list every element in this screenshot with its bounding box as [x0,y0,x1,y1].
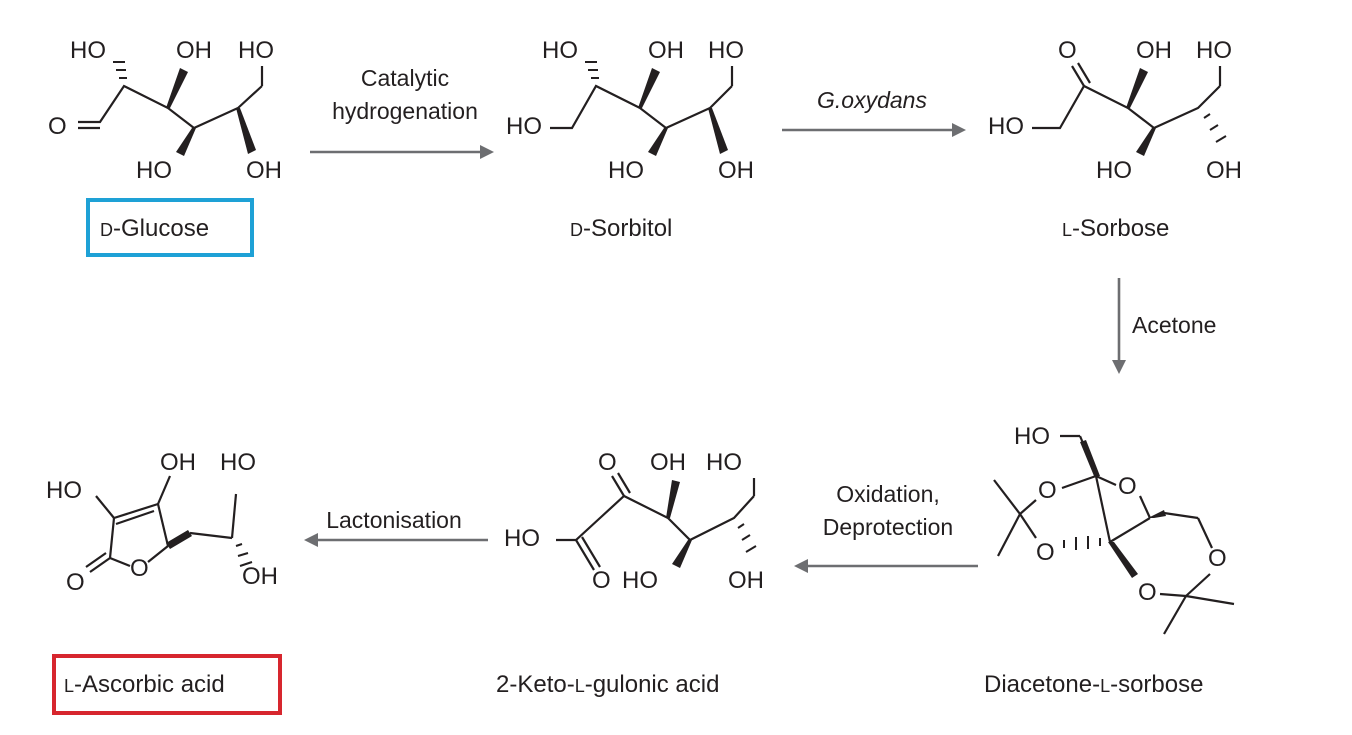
step-goxydans-label: G.oxydans [817,87,927,113]
sorbitol-c2-ho: HO [542,37,578,64]
step-oxidation-line1: Oxidation, [836,481,940,507]
glucose-c6-ho: HO [238,37,274,64]
step-arrow-oxidation [794,559,978,573]
sorbitol-name: D-Sorbitol [570,215,672,242]
keto-acid-o: O [592,567,611,594]
sorbose-c5-oh: OH [1206,157,1242,184]
sorbitol-c5-oh: OH [718,157,754,184]
keto-ketone-o: O [598,449,617,476]
step-oxidation-line2: Deprotection [823,514,953,540]
step-hydrogenation-line1: Catalytic [361,65,449,91]
ascorbic-c5-oh: OH [242,563,278,590]
ascorbic-name: L-Ascorbic acid [64,671,225,698]
sorbitol-c1-ho: HO [506,113,542,140]
sorbitol-c3-oh: OH [648,37,684,64]
keto-acid-ho: HO [504,525,540,552]
sorbose-c1-ho: HO [988,113,1024,140]
sorbose-name: L-Sorbose [1062,215,1169,242]
sorbose-c3-oh: OH [1136,37,1172,64]
glucose-name: D-Glucose [100,215,209,242]
step-arrow-goxydans [782,123,966,137]
glucose-c2-ho: HO [70,37,106,64]
keto-c3-oh: OH [650,449,686,476]
diacetone-name: Diacetone-L-sorbose [984,671,1203,698]
diacetone-ch2-ho: HO [1014,423,1050,450]
sorbose-c4-ho: HO [1096,157,1132,184]
sorbitol-structure: HO HO OH HO HO OH [506,37,754,184]
sorbitol-c6-ho: HO [708,37,744,64]
ascorbic-c3-ho: HO [46,477,82,504]
ascorbic-c2-oh: OH [160,449,196,476]
step-arrow-lactonisation [304,533,488,547]
diacetone-o1: O [1038,477,1057,504]
ascorbic-ring-o: O [130,555,149,582]
diacetone-ring-o: O [1118,473,1137,500]
step-lactonisation-label: Lactonisation [326,507,462,533]
glucose-c3-oh: OH [176,37,212,64]
step-hydrogenation-line2: hydrogenation [332,98,478,124]
step-arrow-hydrogenation [310,145,494,159]
glucose-c4-ho: HO [136,157,172,184]
step-arrow-acetone [1112,278,1126,374]
glucose-aldehyde-o: O [48,113,67,140]
keto-c4-ho: HO [622,567,658,594]
glucose-structure: O HO OH HO HO OH [48,37,282,184]
sorbose-c6-ho: HO [1196,37,1232,64]
ascorbic-carbonyl-o: O [66,569,85,596]
diacetone-o3: O [1208,545,1227,572]
step-acetone-label: Acetone [1132,312,1216,338]
ascorbic-highlight-box [52,654,282,715]
glucose-highlight-box [86,198,254,257]
ascorbic-c6-ho: HO [220,449,256,476]
diacetone-o2: O [1036,539,1055,566]
keto-gulonic-name: 2-Keto-L-gulonic acid [496,671,719,698]
keto-c6-ho: HO [706,449,742,476]
keto-gulonic-structure: HO O O OH HO HO OH [504,449,764,594]
keto-c5-oh: OH [728,567,764,594]
diacetone-o4: O [1138,579,1157,606]
sorbose-structure: HO O OH HO HO OH [988,37,1242,184]
ascorbic-structure: HO OH HO O O OH [46,449,278,596]
sorbitol-c4-ho: HO [608,157,644,184]
glucose-c5-oh: OH [246,157,282,184]
diacetone-structure: HO O O O O O [993,423,1235,635]
sorbose-ketone-o: O [1058,37,1077,64]
